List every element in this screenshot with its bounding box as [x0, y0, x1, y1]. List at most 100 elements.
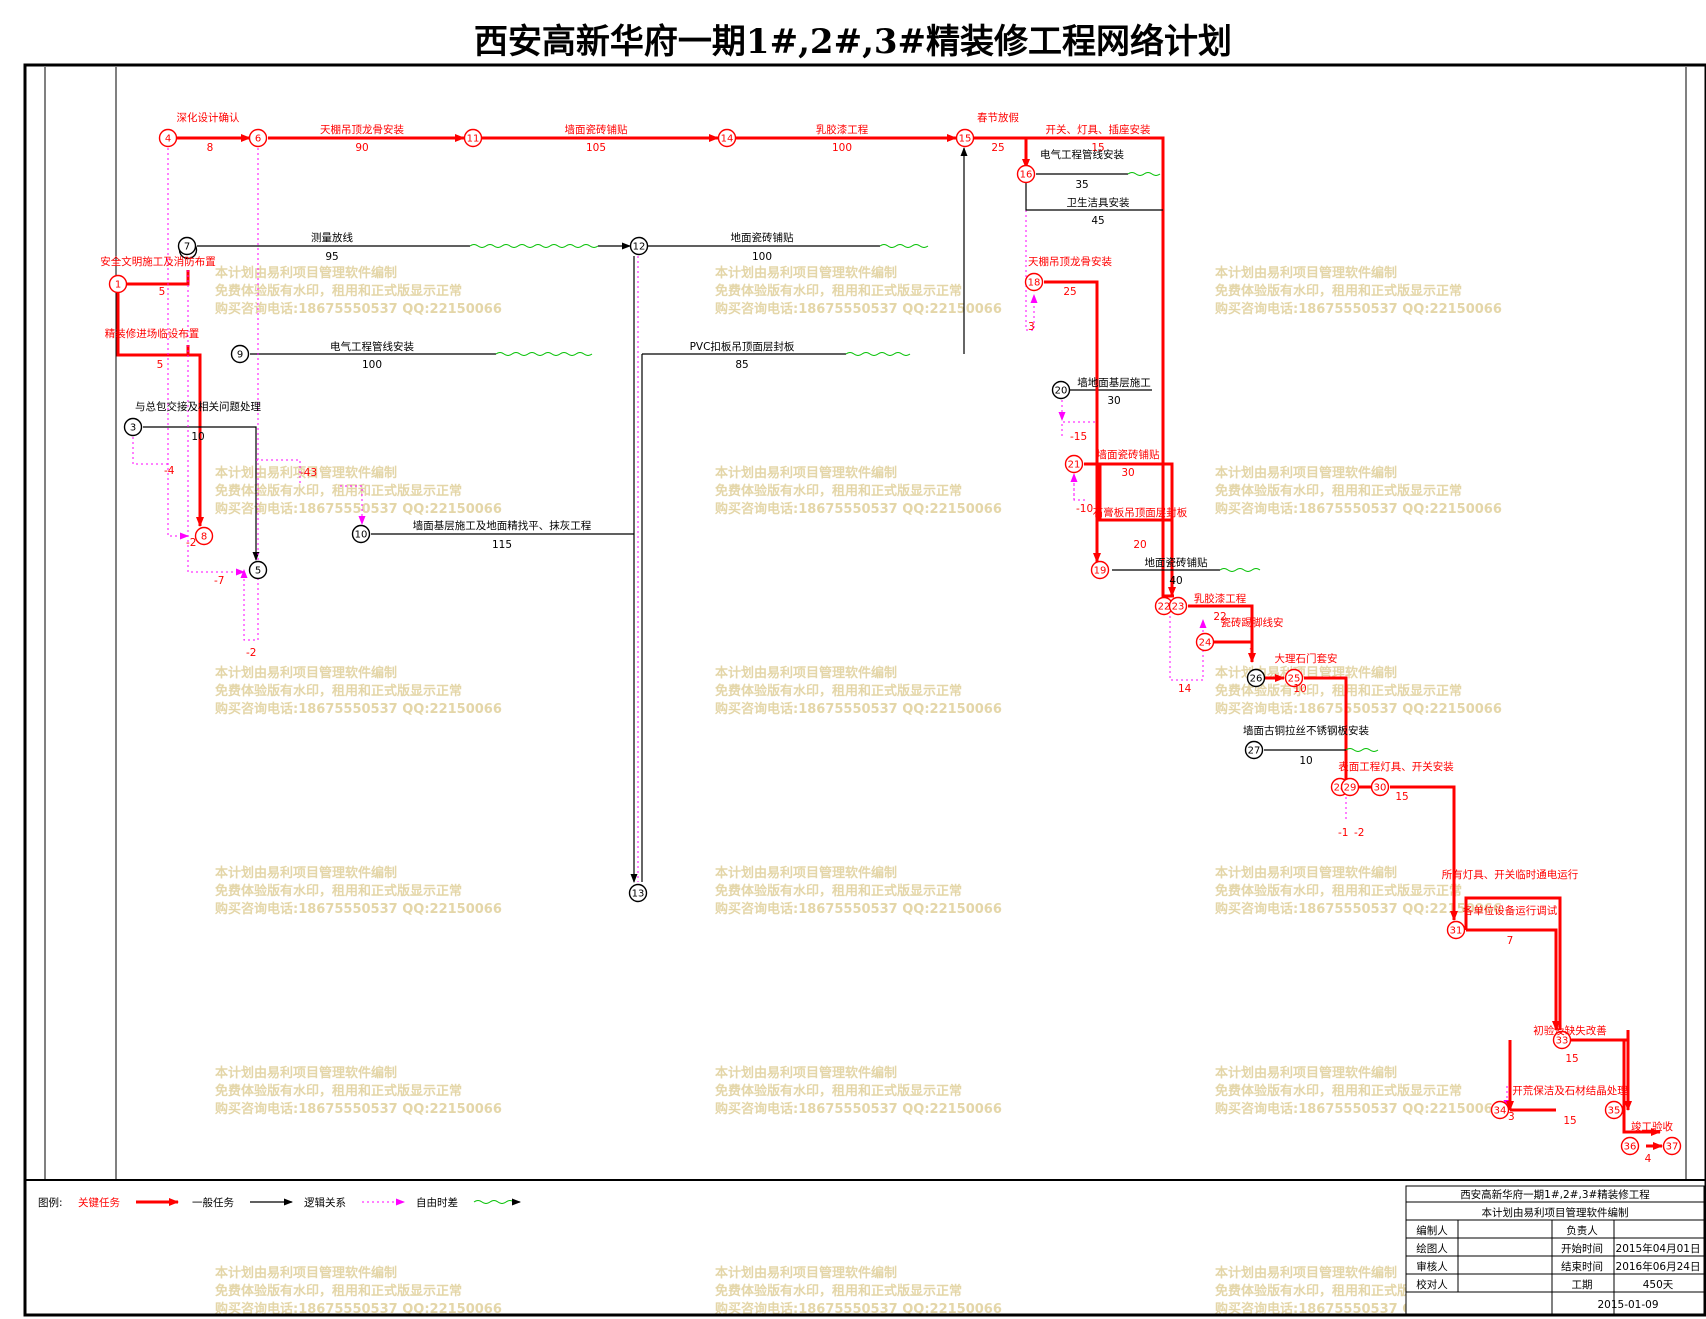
network-node [1244, 740, 1264, 760]
task-duration: 30 [1121, 467, 1134, 479]
float-value: -2 [246, 647, 256, 659]
task-name: 精装修进场临设布置 [105, 327, 200, 340]
float-value: -1 [1338, 827, 1348, 839]
float-value: -15 [1070, 431, 1087, 443]
float-arrow [1025, 180, 1038, 331]
task-duration: 95 [325, 251, 338, 263]
node-number: 7 [184, 242, 190, 253]
info-cell: 工期 [1572, 1279, 1593, 1291]
node-number: 15 [959, 134, 972, 145]
node-number: 20 [1055, 386, 1068, 397]
float-value: -10 [1076, 503, 1093, 515]
task-name: 地面瓷砖铺贴 [731, 231, 794, 244]
network-node [177, 236, 197, 256]
node-number: 24 [1199, 638, 1212, 649]
network-node [717, 128, 737, 148]
legend-free-wave [473, 1200, 515, 1204]
critical-arrow [1390, 785, 1458, 921]
node-number: 18 [1028, 278, 1041, 289]
info-cell: 2015年04月01日 [1616, 1242, 1701, 1255]
outer-frame [23, 63, 1706, 1317]
critical-arrow [1466, 928, 1560, 1031]
network-node [1284, 668, 1304, 688]
node-number: 19 [1094, 566, 1107, 577]
node-number: 12 [633, 242, 646, 253]
task-duration: 4 [1645, 1153, 1652, 1165]
critical-arrow [1098, 464, 1172, 522]
network-node [230, 344, 250, 364]
critical-arrow [1574, 1030, 1632, 1111]
task-duration: 10 [191, 431, 204, 443]
task-name: 天棚吊顶龙骨安装 [1028, 255, 1112, 268]
critical-arrow [1084, 462, 1176, 597]
info-cell: 2016年06月24日 [1616, 1260, 1701, 1273]
task-duration: 115 [492, 539, 512, 551]
info-cell: 负责人 [1566, 1224, 1598, 1237]
float-value: -4 [164, 465, 175, 477]
network-node [248, 128, 268, 148]
network-node [1662, 1136, 1682, 1156]
free-float-wave [845, 352, 911, 356]
task-duration: 100 [752, 251, 772, 263]
critical-arrow [1044, 280, 1099, 388]
critical-arrow [118, 270, 190, 286]
node-number: 30 [1374, 783, 1387, 794]
task-name: 卫生洁具安装 [1067, 196, 1130, 209]
info-project: 西安高新华府一期1#,2#,3#精装修工程 [1460, 1188, 1650, 1201]
network-node [158, 128, 178, 148]
network-node [1370, 777, 1390, 797]
network-node [108, 274, 128, 294]
task-duration: 22 [1213, 611, 1226, 623]
node-number: 9 [237, 350, 243, 361]
info-cell: 绘图人 [1416, 1242, 1448, 1255]
free-float-wave [1345, 748, 1379, 752]
node-number: 34 [1494, 1106, 1507, 1117]
task-name: 各单位设备运行调试 [1463, 904, 1558, 917]
task-name: 春节放假 [977, 111, 1019, 124]
free-float-wave [469, 244, 599, 248]
node-number: 33 [1556, 1036, 1569, 1047]
task-duration: 8 [207, 142, 214, 154]
float-value: 14 [1178, 683, 1192, 695]
task-name: 墙地面基层施工 [1077, 376, 1151, 389]
task-duration: 15 [1565, 1053, 1578, 1065]
network-node [1090, 560, 1110, 580]
node-number: 25 [1288, 674, 1301, 685]
task-name: 表面工程灯具、开关安装 [1338, 760, 1454, 773]
info-cell: 审核人 [1416, 1260, 1448, 1273]
node-number: 11 [467, 134, 480, 145]
task-duration: 15 [1395, 791, 1408, 803]
task-name: 安全文明施工及消防布置 [100, 255, 216, 268]
node-number: 26 [1250, 674, 1263, 685]
task-name: 所有灯具、开关临时通电运行 [1442, 868, 1579, 881]
network-node [248, 560, 268, 580]
free-float-wave [1127, 172, 1161, 176]
task-duration: 5 [157, 359, 164, 371]
node-number: 31 [1450, 926, 1463, 937]
normal-arrow [1025, 180, 1163, 211]
network-node [1016, 164, 1036, 184]
legend-critical-label: 关键任务 [78, 1196, 120, 1209]
network-node [1246, 668, 1266, 688]
normal-arrow [143, 426, 260, 561]
network-node [123, 417, 143, 437]
task-name: 初验及缺失改善 [1533, 1024, 1607, 1037]
task-name: 乳胶漆工程 [816, 123, 869, 136]
free-float-wave [495, 352, 593, 356]
node-number: 13 [632, 889, 645, 900]
task-name: 开荒保洁及石材结晶处理 [1512, 1084, 1628, 1097]
float-value: -43 [300, 467, 317, 479]
node-number: 10 [355, 530, 368, 541]
task-name: 测量放线 [311, 231, 353, 244]
network-node [1552, 1030, 1572, 1050]
task-duration: 85 [735, 359, 748, 371]
task-duration: 15 [1091, 142, 1104, 154]
legend-label: 图例: [38, 1196, 63, 1209]
node-number: 22 [1158, 602, 1171, 613]
info-cell: 开始时间 [1561, 1242, 1603, 1255]
float-arrow [167, 148, 189, 540]
node-number: 3 [130, 423, 136, 434]
task-name: 竣工验收 [1631, 1120, 1673, 1133]
network-node [351, 524, 371, 544]
network-node [1604, 1100, 1624, 1120]
